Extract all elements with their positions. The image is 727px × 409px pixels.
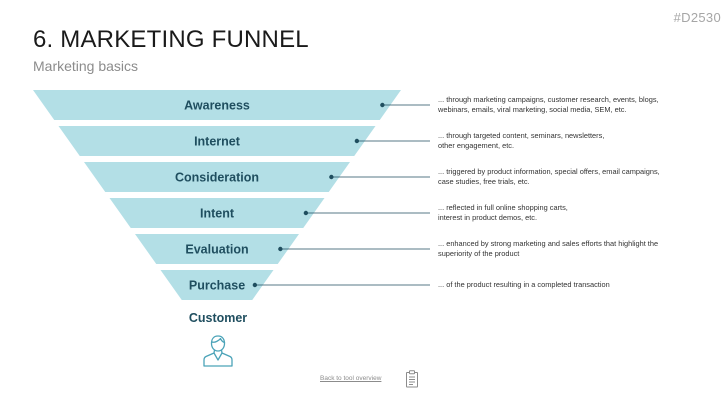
funnel-stage-intent: Intent <box>109 198 430 228</box>
funnel-stage-label: Consideration <box>175 171 259 185</box>
stage-description-awareness: ... through marketing campaigns, custome… <box>438 95 698 115</box>
description-line: ... triggered by product information, sp… <box>438 167 660 176</box>
back-to-overview-link[interactable]: Back to tool overview <box>320 375 382 382</box>
funnel-stage-label: Internet <box>194 135 241 149</box>
connector-dot <box>303 210 309 216</box>
funnel-stage-label: Awareness <box>184 99 250 113</box>
description-line: ... reflected in full online shopping ca… <box>438 203 568 212</box>
connector-dot <box>252 282 258 288</box>
funnel-stage-internet: Internet <box>58 126 430 156</box>
description-line: other engagement, etc. <box>438 141 515 150</box>
funnel-band <box>84 162 350 192</box>
funnel-stage-evaluation: Evaluation <box>135 234 430 264</box>
stage-description-internet: ... through targeted content, seminars, … <box>438 131 698 151</box>
description-line: ... enhanced by strong marketing and sal… <box>438 239 659 248</box>
stage-description-consideration: ... triggered by product information, sp… <box>438 167 698 187</box>
page-title: 6. MARKETING FUNNEL <box>33 26 309 53</box>
funnel-stage-awareness: Awareness <box>33 90 430 120</box>
funnel-band <box>109 198 325 228</box>
person-icon <box>203 335 233 367</box>
page-subtitle: Marketing basics <box>33 58 139 74</box>
description-line: ... through targeted content, seminars, … <box>438 131 605 140</box>
connector-dot <box>278 246 283 252</box>
funnel-band <box>160 270 274 300</box>
description-line: ... of the product resulting in a comple… <box>438 280 610 289</box>
stage-description-evaluation: ... enhanced by strong marketing and sal… <box>438 239 698 259</box>
funnel-stage-label: Intent <box>200 207 235 221</box>
funnel-stage-purchase: Purchase <box>160 270 430 300</box>
funnel-band <box>58 126 376 156</box>
connector-dot <box>380 102 385 108</box>
connector-dot <box>354 138 360 144</box>
stage-description-intent: ... reflected in full online shopping ca… <box>438 203 698 223</box>
funnel-band <box>33 90 401 120</box>
clipboard-icon[interactable] <box>405 370 419 388</box>
description-line: interest in product demos, etc. <box>438 213 538 222</box>
customer-label: Customer <box>188 311 248 325</box>
description-line: superiority of the product <box>438 249 520 258</box>
funnel-band <box>135 234 299 264</box>
funnel-stage-label: Evaluation <box>185 243 248 257</box>
slide-id: #D2530 <box>673 10 721 25</box>
description-line: webinars, emails, viral marketing, socia… <box>438 105 627 114</box>
description-line: ... through marketing campaigns, custome… <box>438 95 659 104</box>
stage-description-purchase: ... of the product resulting in a comple… <box>438 280 698 290</box>
funnel-stage-consideration: Consideration <box>84 162 430 192</box>
funnel-stage-label: Purchase <box>189 279 245 293</box>
description-line: case studies, free trials, etc. <box>438 177 530 186</box>
connector-dot <box>329 174 334 180</box>
